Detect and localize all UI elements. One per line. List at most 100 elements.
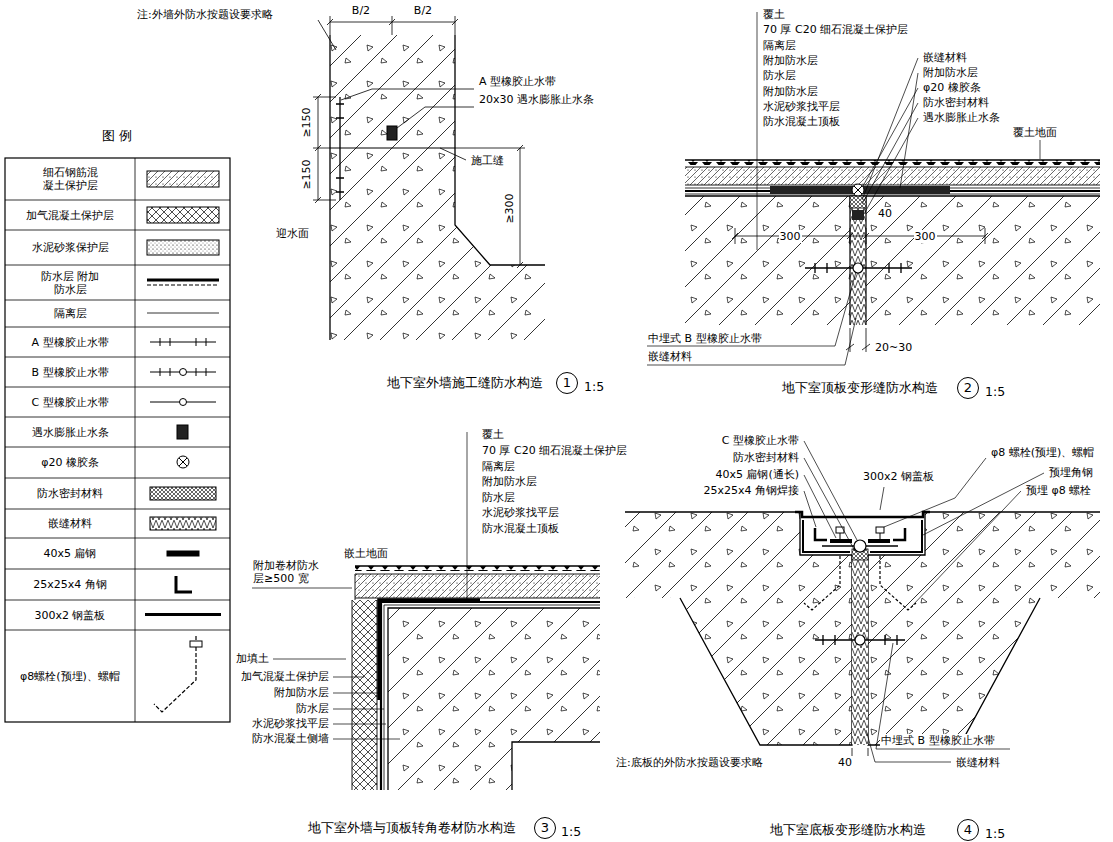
wall-construction-joint-part <box>387 126 397 140</box>
legend-text: 细石钢筋混 凝土保护层 <box>39 166 101 192</box>
callout-number: 2 <box>964 381 972 395</box>
drawing-label: 25x25x4 角钢焊接 <box>702 484 800 497</box>
roof-movement-joint-part <box>850 196 866 325</box>
drawing-label: 300 <box>779 230 802 243</box>
drawing-label: 水泥砂浆找平层 <box>481 506 560 519</box>
floor-movement-joint-part <box>876 527 884 533</box>
legend-text: 25x25x4 角钢 <box>7 578 133 591</box>
drawing-label: 附加防水层 <box>481 475 538 488</box>
callout-number: 4 <box>964 823 972 837</box>
roof-movement-joint-part <box>647 272 856 365</box>
legend-samples-part <box>150 368 216 376</box>
drawing-label: 覆土 <box>481 428 505 441</box>
drawing-label: 加气混凝土保护层 <box>240 670 330 683</box>
roof-movement-joint-part <box>685 167 1100 185</box>
wall-roof-corner-part <box>355 574 600 600</box>
floor-movement-joint-part <box>868 512 1100 745</box>
floor-movement-joint-part <box>855 635 865 645</box>
legend-samples-part <box>150 487 216 500</box>
wall-roof-corner-part <box>355 574 600 598</box>
callout-circle: 3 <box>534 817 556 839</box>
drawing-label: 防水层 <box>295 702 330 715</box>
wall-roof-corner-part <box>381 602 600 790</box>
drawing-label: 300x2 钢盖板 <box>862 470 935 483</box>
drawing-label: 防水密封材料 <box>732 451 800 464</box>
floor-movement-joint <box>625 441 1100 762</box>
drawing-label: ≥150 <box>300 106 313 138</box>
drawing-label: 预埋角钢 <box>1048 466 1094 479</box>
wall-roof-corner-part <box>352 600 377 790</box>
drawing-label: 40 <box>877 207 893 220</box>
drawing-label: 嵌缝材料 <box>647 350 693 363</box>
drawing-label: 地下室外墙与顶板转角卷材防水构造 <box>307 821 517 836</box>
floor-movement-joint-part <box>866 643 1010 762</box>
legend-samples-part <box>190 641 202 647</box>
roof-movement-joint-part <box>685 196 1100 325</box>
roof-movement-joint <box>647 12 1100 365</box>
drawing-label: 防水密封材料 <box>922 96 990 109</box>
callout-circle: 1 <box>556 372 578 394</box>
drawing-label: 施工缝 <box>470 154 505 167</box>
wall-construction-joint-part <box>336 97 344 200</box>
drawing-label: 隔离层 <box>762 39 797 52</box>
legend-text: 水泥砂浆保护层 <box>7 241 133 254</box>
drawing-label: 地下室外墙施工缝防水构造 <box>386 376 544 391</box>
drawing-label: φ8 螺栓(预埋)、螺帽 <box>990 446 1095 459</box>
drawing-label: 20x30 遇水膨胀止水条 <box>478 93 595 106</box>
legend-text: φ20 橡胶条 <box>7 456 133 469</box>
floor-movement-joint-part <box>868 539 890 543</box>
legend-samples <box>145 171 221 712</box>
roof-movement-joint-part <box>846 328 870 352</box>
drawing-label: 覆土 <box>762 8 786 21</box>
drawing-label: 覆土地面 <box>1012 126 1058 139</box>
legend-samples-part <box>154 636 196 712</box>
drawing-label: C 型橡胶止水带 <box>721 434 800 447</box>
drawing-label: 1:5 <box>984 827 1006 842</box>
legend-samples-part <box>145 613 221 616</box>
roof-movement-joint-part <box>852 210 864 220</box>
wall-roof-corner-part <box>467 432 468 600</box>
wall-roof-corner-part <box>388 608 600 790</box>
floor-movement-joint-part <box>852 748 868 756</box>
legend-samples-part <box>147 313 219 314</box>
wall-construction-joint-part <box>455 145 525 268</box>
drawing-label: φ20 橡胶条 <box>922 81 982 94</box>
floor-movement-joint-part <box>836 527 844 533</box>
roof-movement-joint-part <box>685 167 1100 185</box>
drawing-label: 嵌缝材料 <box>922 51 968 64</box>
drawing-label: 1:5 <box>560 825 582 840</box>
drawing-label: 防水混凝土侧墙 <box>251 732 330 745</box>
legend-samples-part <box>147 207 219 223</box>
wall-roof-corner-part <box>252 588 352 589</box>
callout-circle: 4 <box>957 819 979 841</box>
wall-roof-corner-part <box>388 608 600 790</box>
drawing-label: 加填土 <box>235 652 270 665</box>
callout-circle: 2 <box>957 377 979 399</box>
drawing-label: ≥300 <box>503 192 516 224</box>
legend-table <box>5 158 230 722</box>
drawing-label: ≥150 <box>300 158 313 190</box>
wall-construction-joint-part <box>330 148 455 149</box>
drawing-label: 预埋 φ8 螺栓 <box>1025 484 1092 497</box>
floor-movement-joint-part <box>625 512 852 745</box>
legend-samples-part <box>180 369 187 376</box>
drawing-label: 40 <box>837 756 853 769</box>
roof-movement-joint-part <box>805 263 912 273</box>
legend-samples-part <box>180 399 187 406</box>
legend-samples-part <box>167 551 199 556</box>
wall-construction-joint-part <box>318 20 474 160</box>
roof-movement-joint-part <box>853 263 863 273</box>
legend-samples-part <box>147 240 219 255</box>
drawing-label: 70 厚 C20 细石混凝土保护层 <box>762 23 909 36</box>
drawing-label: 嵌土地面 <box>343 547 389 560</box>
wall-construction-joint-part <box>313 94 336 203</box>
drawing-label: 迎水面 <box>275 227 310 240</box>
wall-roof-corner-part <box>355 566 600 571</box>
roof-movement-joint-part <box>685 160 1100 165</box>
legend-text: 遇水膨胀止水条 <box>7 426 133 439</box>
legend-text: 300x2 钢盖板 <box>7 609 133 622</box>
floor-movement-joint-part <box>854 540 866 552</box>
roof-movement-joint-part <box>854 186 862 194</box>
roof-movement-joint-part <box>850 196 866 325</box>
